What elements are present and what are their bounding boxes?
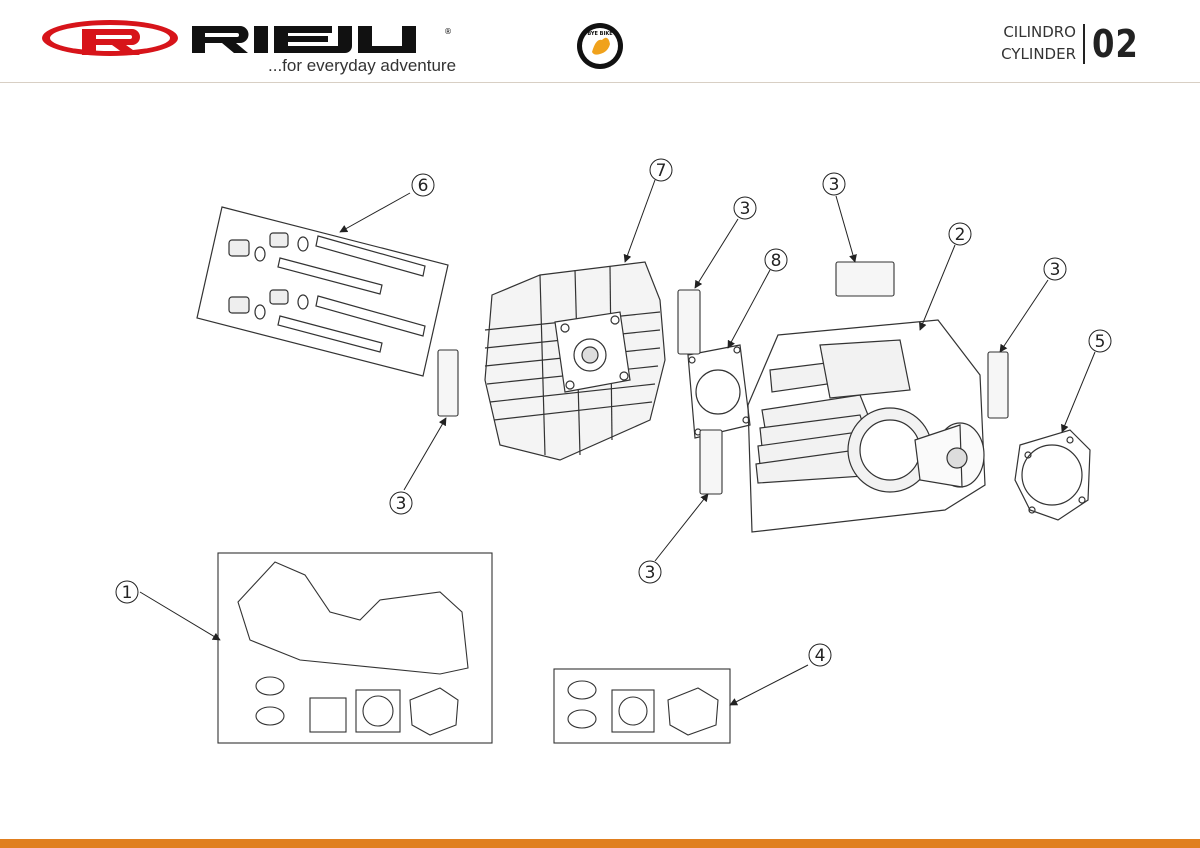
- cylinder-piston-group: [747, 319, 986, 533]
- callout-3b: 3: [822, 172, 846, 196]
- svg-text:2: 2: [955, 225, 966, 245]
- callout-3c: 3: [1043, 257, 1067, 281]
- title-spanish: CILINDRO: [1003, 23, 1076, 41]
- damper-parts: [437, 261, 1009, 495]
- svg-text:7: 7: [656, 161, 667, 181]
- brand-tagline: ...for everyday adventure: [268, 56, 457, 75]
- callout-3d: 3: [389, 491, 413, 515]
- cylinder-exploded-diagram: 6 7 3 3 8 2 3 5 3 3 1 4: [115, 158, 1112, 744]
- svg-text:1: 1: [122, 583, 133, 603]
- svg-text:3: 3: [829, 175, 840, 195]
- page-number: 02: [1092, 22, 1139, 66]
- footer-bar: [0, 839, 1200, 848]
- svg-text:3: 3: [396, 494, 407, 514]
- callout-1: 1: [115, 580, 139, 604]
- small-gasket-set-box: [553, 668, 731, 744]
- svg-text:3: 3: [1050, 260, 1061, 280]
- callout-5: 5: [1088, 329, 1112, 353]
- svg-text:8: 8: [771, 251, 782, 271]
- page-header: ® ...for everyday adventure BYE BIKE CIL…: [0, 0, 1200, 83]
- svg-text:®: ®: [444, 27, 452, 36]
- title-separator: [1083, 24, 1085, 64]
- base-gasket: [1014, 429, 1091, 521]
- svg-text:3: 3: [740, 199, 751, 219]
- svg-text:BYE BIKE: BYE BIKE: [587, 31, 613, 37]
- callout-2: 2: [948, 222, 972, 246]
- damper-icon: [437, 349, 459, 417]
- callout-8: 8: [764, 248, 788, 272]
- stud-kit-group: [196, 206, 449, 377]
- stud-icon: [277, 235, 426, 353]
- rieju-logo: ®: [42, 20, 452, 56]
- washer-icon: [254, 236, 309, 320]
- callout-labels: 6 7 3 3 8 2 3 5 3 3 1 4: [115, 158, 1112, 667]
- cylinder-head: [484, 261, 666, 461]
- head-gasket: [687, 344, 751, 439]
- gasket-set-box: [217, 552, 493, 744]
- svg-text:5: 5: [1095, 332, 1106, 352]
- piston-icon: [914, 422, 985, 488]
- title-english: CYLINDER: [1001, 45, 1076, 63]
- svg-text:6: 6: [418, 176, 429, 196]
- callout-3e: 3: [638, 560, 662, 584]
- callout-3a: 3: [733, 196, 757, 220]
- callout-7: 7: [649, 158, 673, 182]
- callout-4: 4: [808, 643, 832, 667]
- svg-text:3: 3: [645, 563, 656, 583]
- nut-icon: [228, 232, 289, 314]
- callout-6: 6: [411, 173, 435, 197]
- svg-text:4: 4: [815, 646, 826, 666]
- bye-bike-badge: BYE BIKE: [577, 23, 623, 69]
